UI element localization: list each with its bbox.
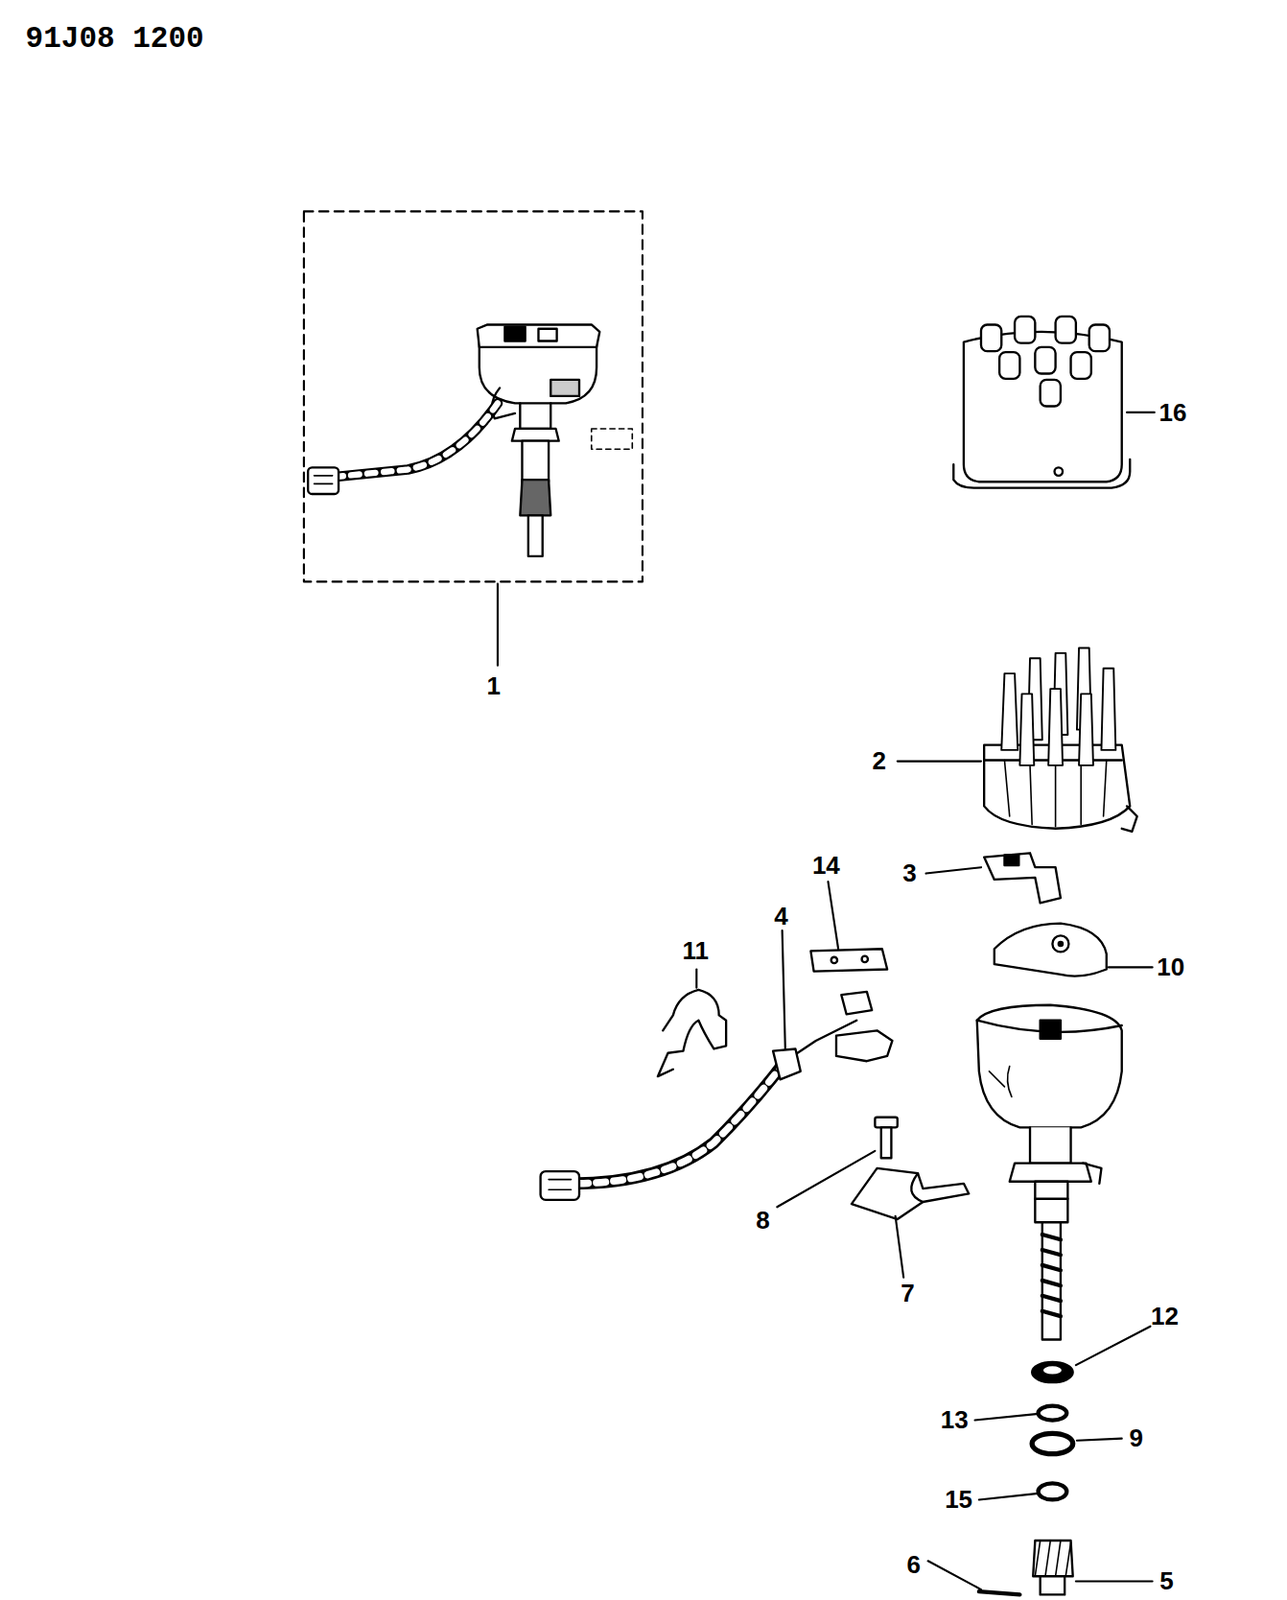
callout-number: 13	[940, 1406, 969, 1432]
callout-number: 15	[944, 1486, 973, 1512]
callout-number: 9	[1128, 1425, 1143, 1451]
callout-number: 4	[773, 903, 788, 929]
callout-number: 3	[902, 860, 916, 886]
callout-number: 5	[1159, 1567, 1173, 1593]
callout-number: 1	[486, 673, 500, 699]
callout-number: 11	[681, 937, 709, 963]
callout-number: 16	[1158, 399, 1187, 425]
callout-number: 8	[755, 1207, 770, 1233]
callout-number: 10	[1156, 954, 1185, 980]
callout-number: 6	[907, 1551, 921, 1577]
callout-number: 12	[1150, 1303, 1179, 1329]
callout-number: 2	[871, 748, 886, 773]
callout-number: 7	[900, 1280, 914, 1306]
drawing-number: 91J08 1200	[25, 23, 205, 54]
callout-number: 14	[812, 852, 841, 878]
